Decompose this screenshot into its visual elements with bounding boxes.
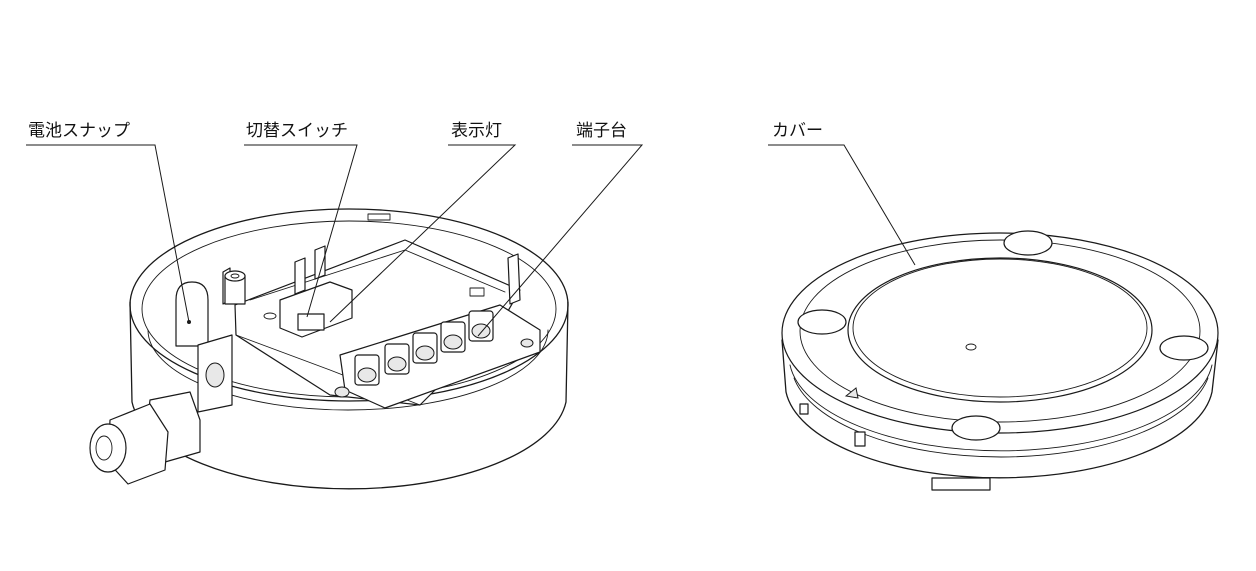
- cover-side-wall: [781, 339, 1219, 479]
- base-inner-floor: [147, 329, 549, 411]
- battery-snap: [175, 281, 209, 347]
- terminal-screw: [387, 356, 407, 372]
- label-changeover-switch: 切替スイッチ: [246, 121, 348, 141]
- cover-clip: [799, 403, 809, 415]
- cylinder-post-top: [224, 270, 246, 282]
- label-indicator-lamp: 表示灯: [451, 121, 502, 141]
- cover-groove: [793, 377, 1209, 458]
- support-post: [507, 253, 521, 305]
- leader-indicator-lamp: [329, 144, 517, 323]
- gland-face: [89, 423, 127, 473]
- closed-cover-unit: [781, 230, 1219, 491]
- cover-screw-recess: [797, 309, 847, 335]
- switch-lever: [297, 313, 325, 331]
- mount-screw: [520, 338, 534, 348]
- cover-center-disc-edge: [852, 258, 1148, 398]
- cover-inner-rim: [799, 239, 1201, 423]
- leader-cover: [768, 144, 916, 266]
- terminal-screw: [357, 367, 377, 383]
- cover-screw-recess: [951, 415, 1001, 441]
- gland-hole: [95, 435, 113, 461]
- cover-arrow-mark: [844, 387, 859, 399]
- terminal-screw: [471, 323, 491, 339]
- label-cover: カバー: [772, 121, 823, 141]
- terminal-screw: [415, 345, 435, 361]
- terminal-screw: [443, 334, 463, 350]
- cover-groove: [789, 364, 1213, 452]
- leader-terminal-block: [477, 144, 644, 337]
- terminal-screws: [354, 310, 494, 386]
- open-base-unit: [89, 208, 569, 490]
- rim-slot: [367, 213, 391, 221]
- leader-lines: [26, 144, 916, 337]
- pcb-component: [469, 287, 485, 297]
- battery-coil: [205, 362, 225, 388]
- cover-screw-recess: [1159, 335, 1209, 361]
- cover-bottom-slot: [931, 477, 991, 491]
- cover-center-disc: [847, 257, 1153, 403]
- cover-center-dot: [965, 343, 977, 351]
- base-rim-outer: [129, 208, 569, 402]
- cylinder-post-hole: [230, 273, 240, 279]
- mount-screw: [334, 386, 350, 398]
- support-post: [314, 245, 326, 280]
- leader-battery-snap: [26, 144, 190, 323]
- support-post: [294, 257, 306, 295]
- switch-screw: [263, 312, 277, 320]
- cover-clip: [854, 431, 866, 447]
- leader-changeover-switch: [244, 144, 358, 318]
- cable-gland: [89, 391, 201, 485]
- label-battery-snap: 電池スナップ: [28, 121, 130, 141]
- cover-screw-recess: [1003, 230, 1053, 256]
- label-terminal-block: 端子台: [576, 121, 627, 141]
